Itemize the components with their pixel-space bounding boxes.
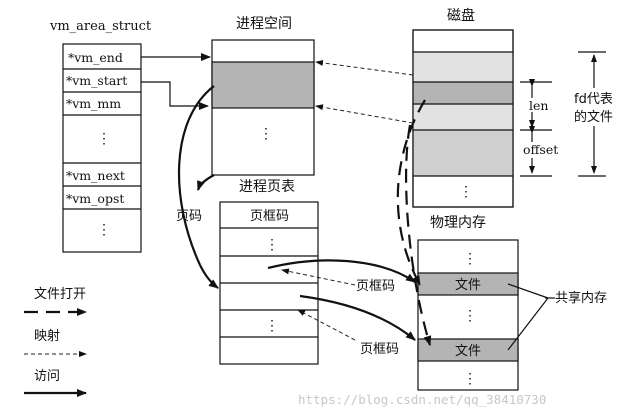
vm-field-opst: *vm_opst xyxy=(66,191,124,206)
access-arrow-to-file-1 xyxy=(267,259,416,283)
vm-field-end: *vm_end xyxy=(68,50,123,65)
fd-label-line1: fd代表 xyxy=(574,92,613,107)
process-space-ellipsis: ⋮ xyxy=(259,126,273,142)
vm-area-struct-title: vm_area_struct xyxy=(49,19,152,34)
page-frame-label-1: 页框码 xyxy=(356,279,395,294)
len-label: len xyxy=(529,98,548,113)
vm-field-ellipsis-1: ⋮ xyxy=(97,131,111,147)
page-table-box xyxy=(219,201,319,365)
access-arrow-to-pagetable-1 xyxy=(177,85,215,266)
vm-field-start: *vm_start xyxy=(66,73,127,88)
page-table-ellipsis-2: ⋮ xyxy=(265,318,279,334)
page-frame-label-2: 页框码 xyxy=(360,342,399,357)
access-arrow-to-file-2 xyxy=(299,294,416,341)
mapping-arrow-frame-1 xyxy=(281,268,356,286)
file-open-arrow-2 xyxy=(404,124,432,346)
watermark: https://blog.csdn.net/qq_38410730 xyxy=(298,392,546,407)
file-open-arrow-1 xyxy=(396,99,426,286)
vm-field-ellipsis-2: ⋮ xyxy=(97,222,111,238)
phys-ellipsis-1: ⋮ xyxy=(463,251,477,267)
mapping-arrow-upper xyxy=(315,59,414,76)
legend-mapping-label: 映射 xyxy=(34,328,60,344)
mapping-arrow-lower xyxy=(315,104,414,124)
mapping-arrow-frame-2 xyxy=(297,309,356,341)
legend-file-open-label: 文件打开 xyxy=(34,287,86,302)
disk-box xyxy=(412,29,514,208)
access-arrow-short xyxy=(196,174,215,191)
page-table-ellipsis-1: ⋮ xyxy=(265,237,279,253)
fd-bracket xyxy=(578,51,606,177)
page-table-title: 进程页表 xyxy=(239,179,295,195)
legend-access-label: 访问 xyxy=(34,369,60,384)
process-space-box xyxy=(211,39,315,176)
physical-memory-box xyxy=(417,239,519,391)
phys-ellipsis-3: ⋮ xyxy=(463,371,477,387)
vm-area-struct-box xyxy=(62,43,142,253)
page-number-label: 页码 xyxy=(176,209,202,224)
file-block-1: 文件 xyxy=(455,278,481,293)
shared-memory-connectors xyxy=(507,283,555,351)
physical-memory-title: 物理内存 xyxy=(430,215,486,231)
shared-memory-label: 共享内存 xyxy=(555,290,607,306)
offset-label: offset xyxy=(523,142,558,157)
phys-ellipsis-2: ⋮ xyxy=(463,308,477,324)
vm-field-mm: *vm_mm xyxy=(66,96,121,111)
len-offset-brackets xyxy=(520,79,552,177)
arrow-vm-start xyxy=(141,81,209,110)
page-table-header: 页框码 xyxy=(250,209,289,224)
file-block-2: 文件 xyxy=(455,344,481,359)
disk-ellipsis: ⋮ xyxy=(459,184,473,200)
disk-title: 磁盘 xyxy=(447,7,475,24)
vm-field-next: *vm_next xyxy=(66,168,125,183)
access-arrow-tip-1 xyxy=(199,264,219,289)
process-space-title: 进程空间 xyxy=(236,16,292,32)
fd-label-line2: 的文件 xyxy=(574,109,613,125)
